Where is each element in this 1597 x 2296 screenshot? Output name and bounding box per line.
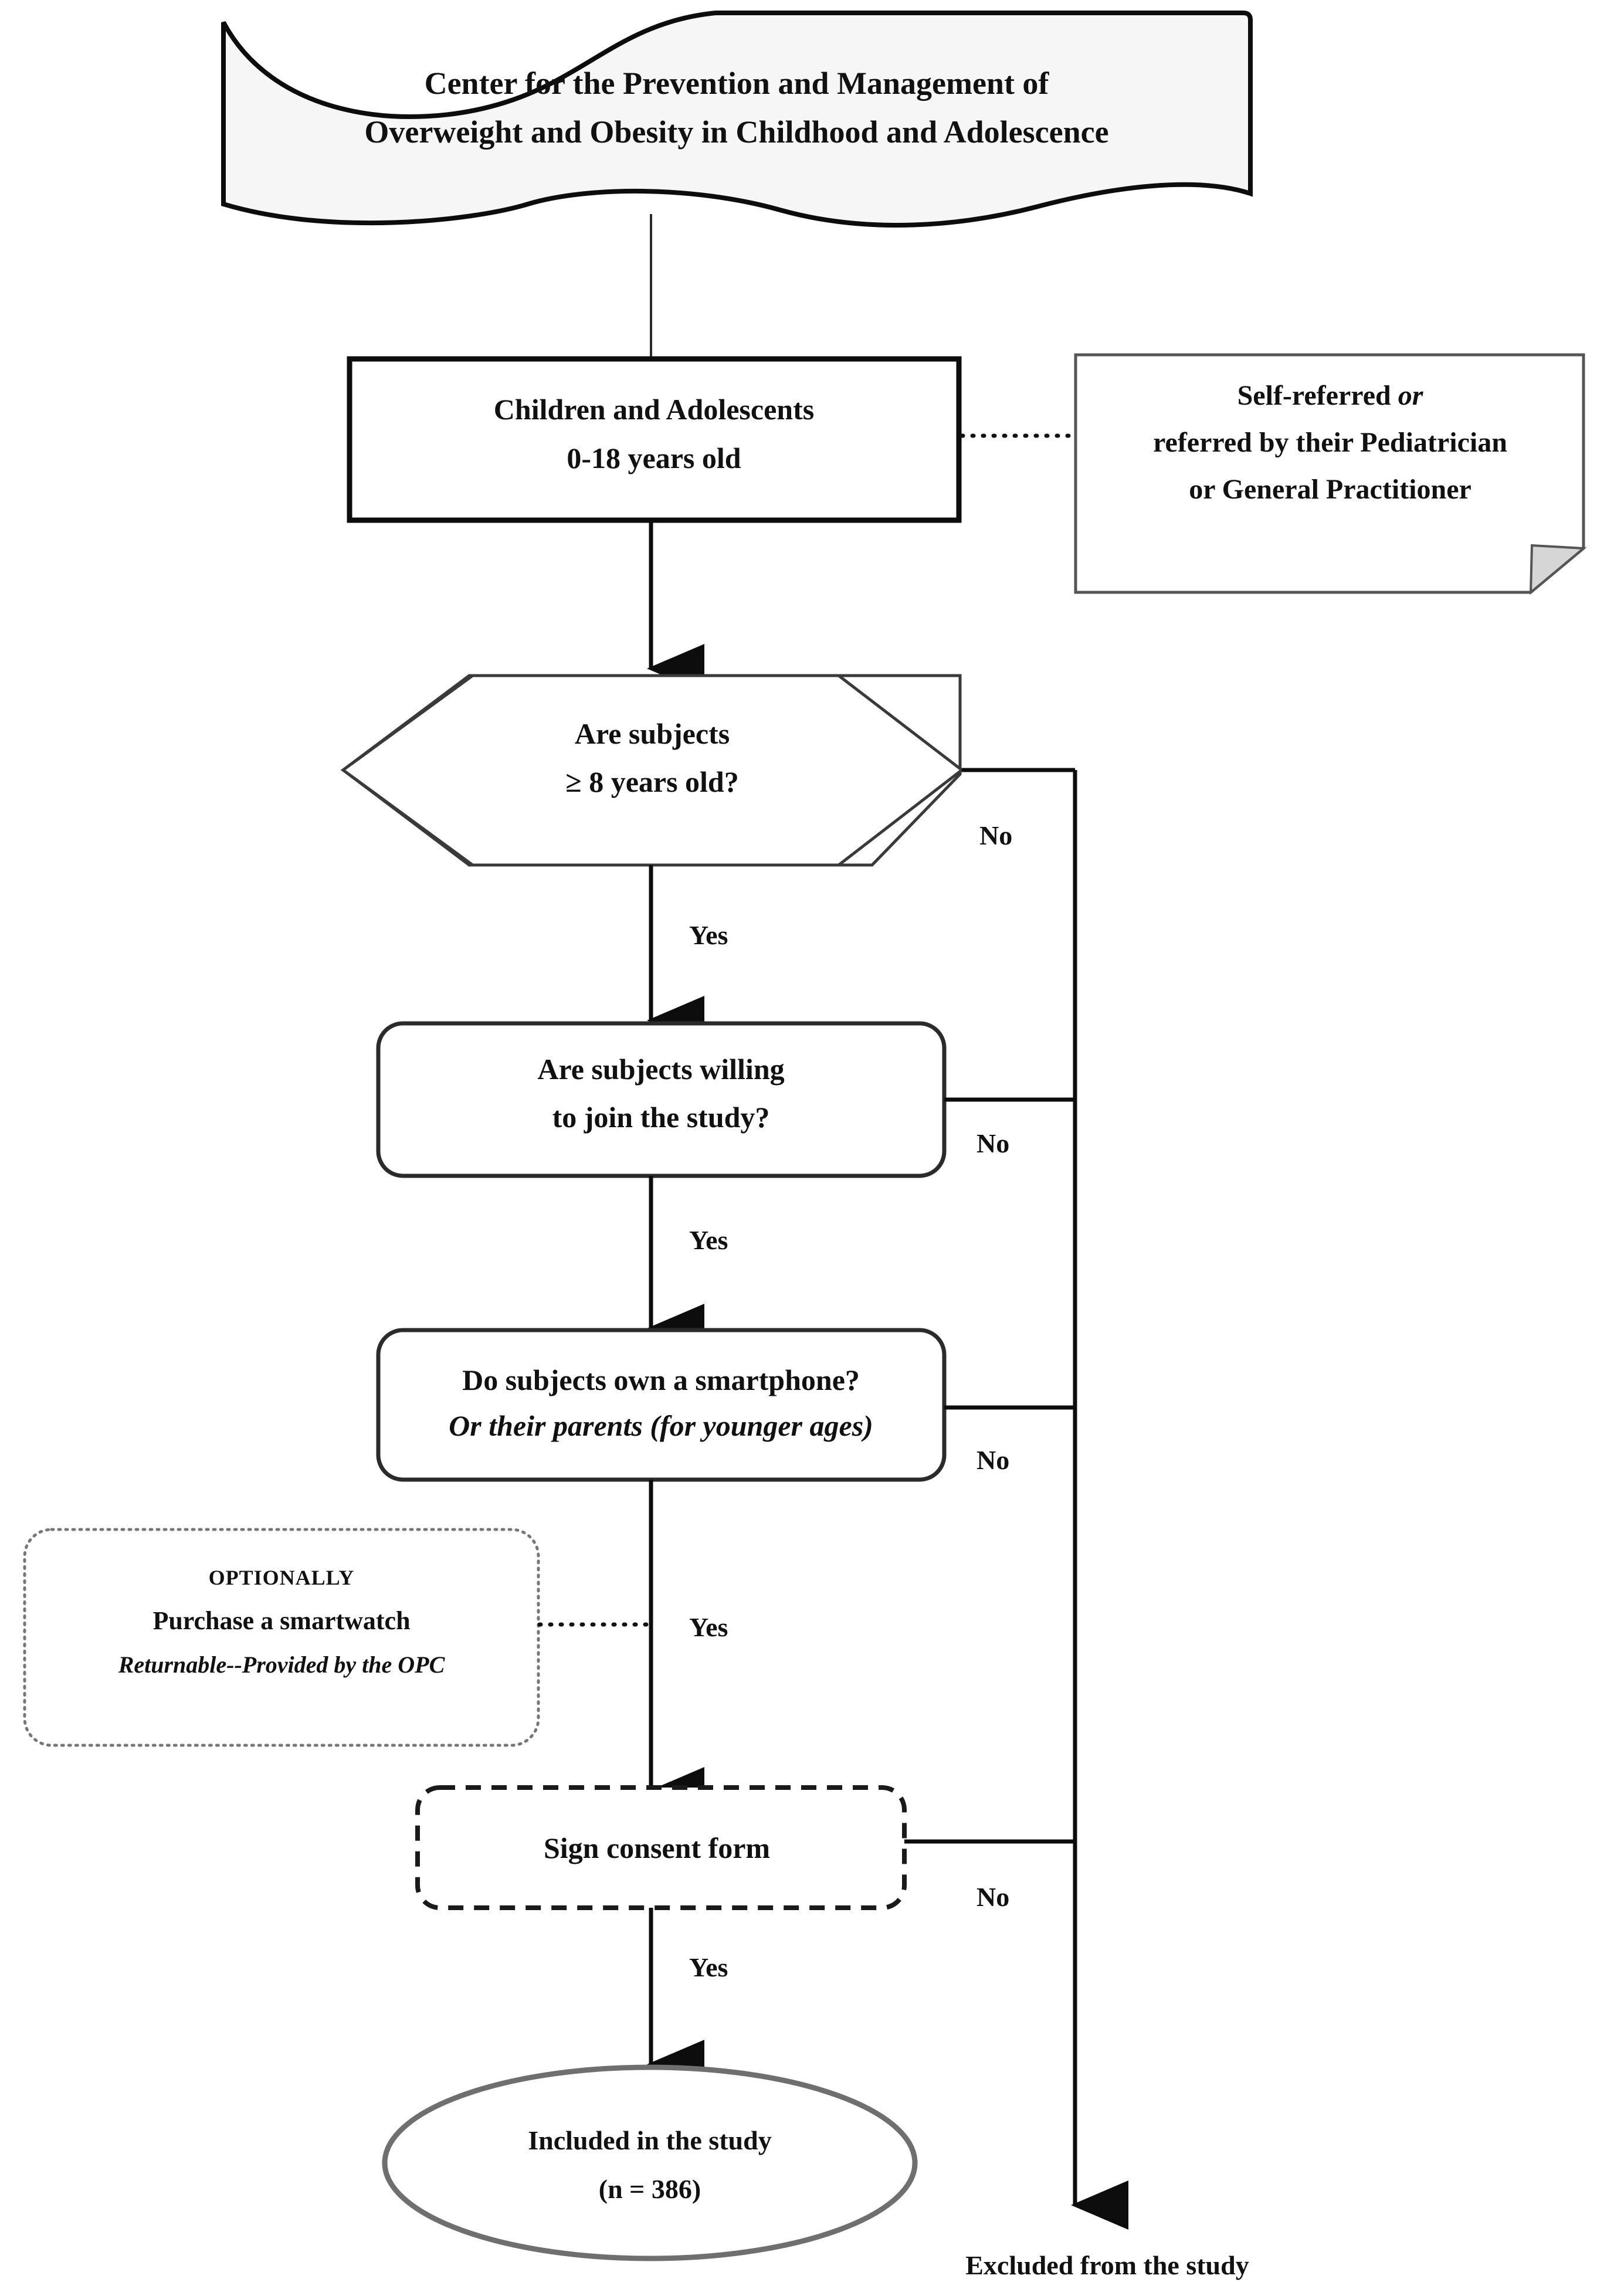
decision-smartphone-line1: Do subjects own a smartphone? xyxy=(462,1364,860,1396)
excluded-outcome-label: Excluded from the study xyxy=(965,2250,1249,2280)
referral-note-line1-a: Self-referred xyxy=(1237,380,1398,411)
referral-note-line3: or General Practitioner xyxy=(1189,474,1471,505)
optional-smartwatch-note: OPTIONALLY Purchase a smartwatch Returna… xyxy=(23,1528,540,1747)
included-outcome-ellipse: Included in the study (n = 386) xyxy=(382,2064,918,2261)
branch-label-yes-willing: Yes xyxy=(689,1225,728,1255)
title-banner: Center for the Prevention and Management… xyxy=(221,11,1253,228)
branch-label-no-age: No xyxy=(979,820,1012,850)
banner-title-line2: Overweight and Obesity in Childhood and … xyxy=(364,114,1108,150)
referral-note-line1-b: or xyxy=(1398,380,1424,411)
branch-label-no-willing: No xyxy=(976,1128,1009,1158)
decision-age-line2: ≥ 8 years old? xyxy=(565,765,738,798)
decision-age-hexagon: Are subjects ≥ 8 years old? xyxy=(340,674,965,867)
optional-note-line1: OPTIONALLY xyxy=(209,1566,355,1589)
banner-title-line1: Center for the Prevention and Management… xyxy=(425,66,1050,101)
optional-note-line2: Purchase a smartwatch xyxy=(152,1606,410,1635)
decision-willing-line2: to join the study? xyxy=(552,1101,770,1134)
branch-label-yes-age: Yes xyxy=(689,920,728,950)
decision-smartphone-box: Do subjects own a smartphone? Or their p… xyxy=(376,1328,947,1482)
branch-label-no-smartphone: No xyxy=(976,1445,1009,1475)
referral-note-line1: Self-referred or xyxy=(1237,380,1424,411)
consent-step-label: Sign consent form xyxy=(544,1832,770,1864)
branch-label-no-consent: No xyxy=(976,1882,1009,1912)
included-outcome-line2: (n = 386) xyxy=(599,2174,701,2204)
decision-age-line1: Are subjects xyxy=(575,717,730,750)
branch-label-yes-consent: Yes xyxy=(689,1952,728,1982)
population-line2: 0-18 years old xyxy=(567,442,741,474)
population-box: Children and Adolescents 0-18 years old xyxy=(347,356,962,523)
optional-note-line3: Returnable--Provided by the OPC xyxy=(118,1651,446,1678)
referral-note-line2: referred by their Pediatrician xyxy=(1153,427,1507,458)
branch-label-yes-smartphone: Yes xyxy=(689,1612,728,1642)
decision-willing-box: Are subjects willing to join the study? xyxy=(376,1021,947,1178)
included-outcome-line1: Included in the study xyxy=(528,2125,771,2155)
referral-note: Self-referred or referred by their Pedia… xyxy=(1074,353,1587,595)
consent-step-box: Sign consent form xyxy=(415,1785,907,1910)
population-line1: Children and Adolescents xyxy=(494,393,814,426)
decision-willing-line1: Are subjects willing xyxy=(537,1053,784,1086)
decision-smartphone-line2: Or their parents (for younger ages) xyxy=(449,1409,873,1442)
